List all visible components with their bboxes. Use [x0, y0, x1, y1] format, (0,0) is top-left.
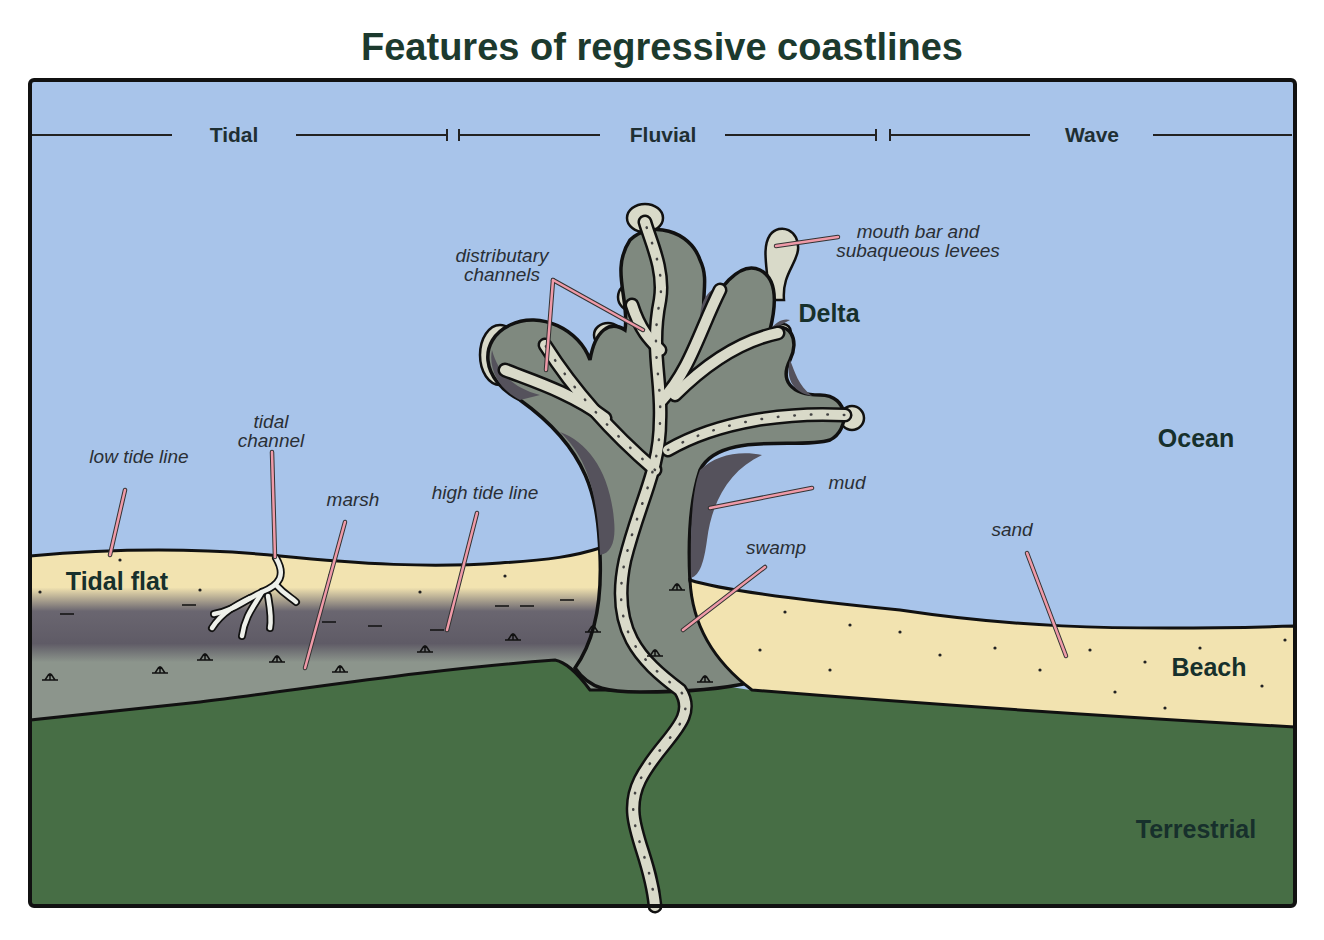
- region-label: Ocean: [1158, 424, 1234, 453]
- feature-label: low tide line: [89, 447, 188, 466]
- beach-band: [690, 580, 1295, 727]
- frame: [30, 80, 1295, 906]
- feature-label: tidal channel: [226, 412, 316, 450]
- feature-label: mud: [829, 473, 866, 492]
- feature-label: high tide line: [432, 483, 539, 502]
- leader-lines: [110, 237, 1066, 668]
- zone-label: Wave: [1065, 123, 1119, 147]
- channels: [505, 222, 845, 906]
- ocean-fill: [30, 80, 1295, 906]
- tidal-channel-shape: [212, 558, 296, 636]
- region-label: Tidal flat: [66, 567, 168, 596]
- region-label: Terrestrial: [1136, 815, 1256, 844]
- diagram-title: Features of regressive coastlines: [361, 26, 963, 69]
- feature-label: swamp: [746, 538, 806, 557]
- zone-label: Tidal: [210, 123, 259, 147]
- zone-label: Fluvial: [630, 123, 697, 147]
- feature-label: marsh: [327, 490, 380, 509]
- feature-label: sand: [991, 520, 1032, 539]
- region-label: Delta: [798, 299, 859, 328]
- grass-tufts: [42, 583, 713, 682]
- feature-label: distributary channels: [442, 246, 562, 284]
- region-label: Beach: [1171, 653, 1246, 682]
- tidal-flat-band: [30, 548, 610, 720]
- sand-dots: [38, 558, 1286, 709]
- feature-label: mouth bar and subaqueous levees: [828, 222, 1008, 260]
